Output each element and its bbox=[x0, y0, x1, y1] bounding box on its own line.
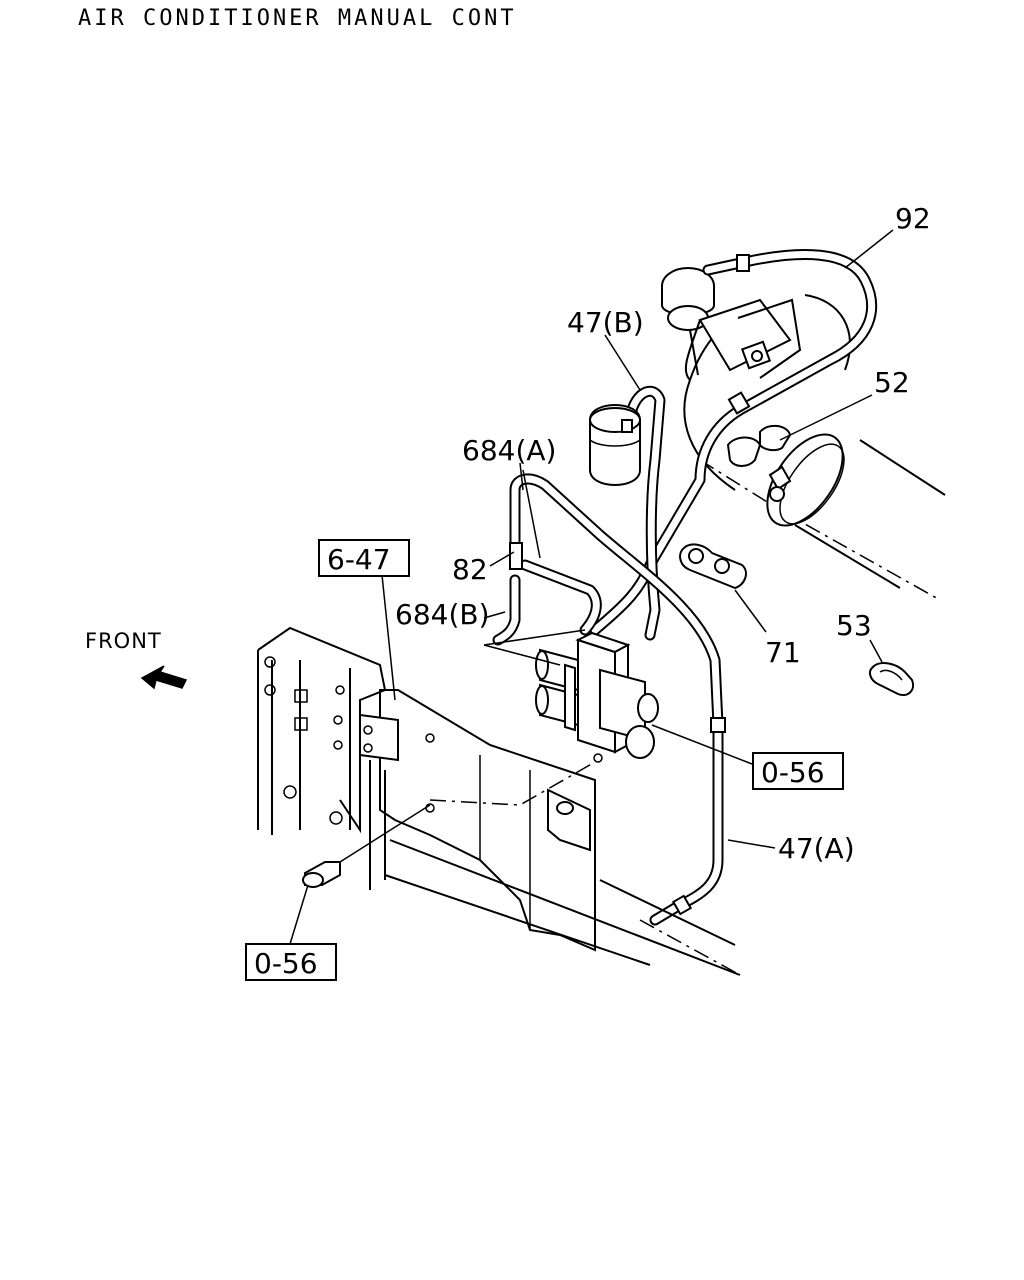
intake-pipe-assembly bbox=[661, 267, 946, 601]
vacuum-reservoir bbox=[589, 404, 641, 486]
bolt-0-56 bbox=[302, 804, 431, 888]
diagram-title: AIR CONDITIONER MANUAL CONT bbox=[78, 6, 517, 31]
callout-47b: 47(B) bbox=[567, 306, 644, 339]
front-arrow-icon bbox=[140, 665, 188, 690]
vehicle-frame-panel bbox=[257, 626, 741, 976]
hose-clip-71 bbox=[679, 543, 747, 590]
callout-0-56-left-box bbox=[245, 943, 337, 981]
callout-0-56-left: 0-56 bbox=[254, 947, 318, 980]
callout-684b: 684(B) bbox=[395, 598, 490, 631]
callout-47a: 47(A) bbox=[778, 832, 855, 865]
mounting-bracket bbox=[359, 689, 603, 952]
callout-52: 52 bbox=[874, 366, 910, 399]
callout-82: 82 bbox=[452, 553, 488, 586]
leader-lines bbox=[289, 229, 894, 945]
callout-6-47: 6-47 bbox=[327, 543, 391, 576]
callout-92: 92 bbox=[895, 202, 931, 235]
callout-6-47-box bbox=[318, 539, 410, 577]
callout-53: 53 bbox=[836, 609, 872, 642]
callout-0-56-right-box bbox=[752, 752, 844, 790]
vacuum-hoses bbox=[492, 249, 878, 926]
callout-71: 71 bbox=[765, 636, 801, 669]
hose-clip-52 bbox=[726, 424, 792, 467]
callout-0-56-right: 0-56 bbox=[761, 756, 825, 789]
front-label: FRONT bbox=[85, 629, 162, 653]
vacuum-switch-valve bbox=[535, 631, 659, 759]
callout-684a: 684(A) bbox=[462, 434, 556, 467]
hose-clip-53 bbox=[869, 662, 914, 696]
